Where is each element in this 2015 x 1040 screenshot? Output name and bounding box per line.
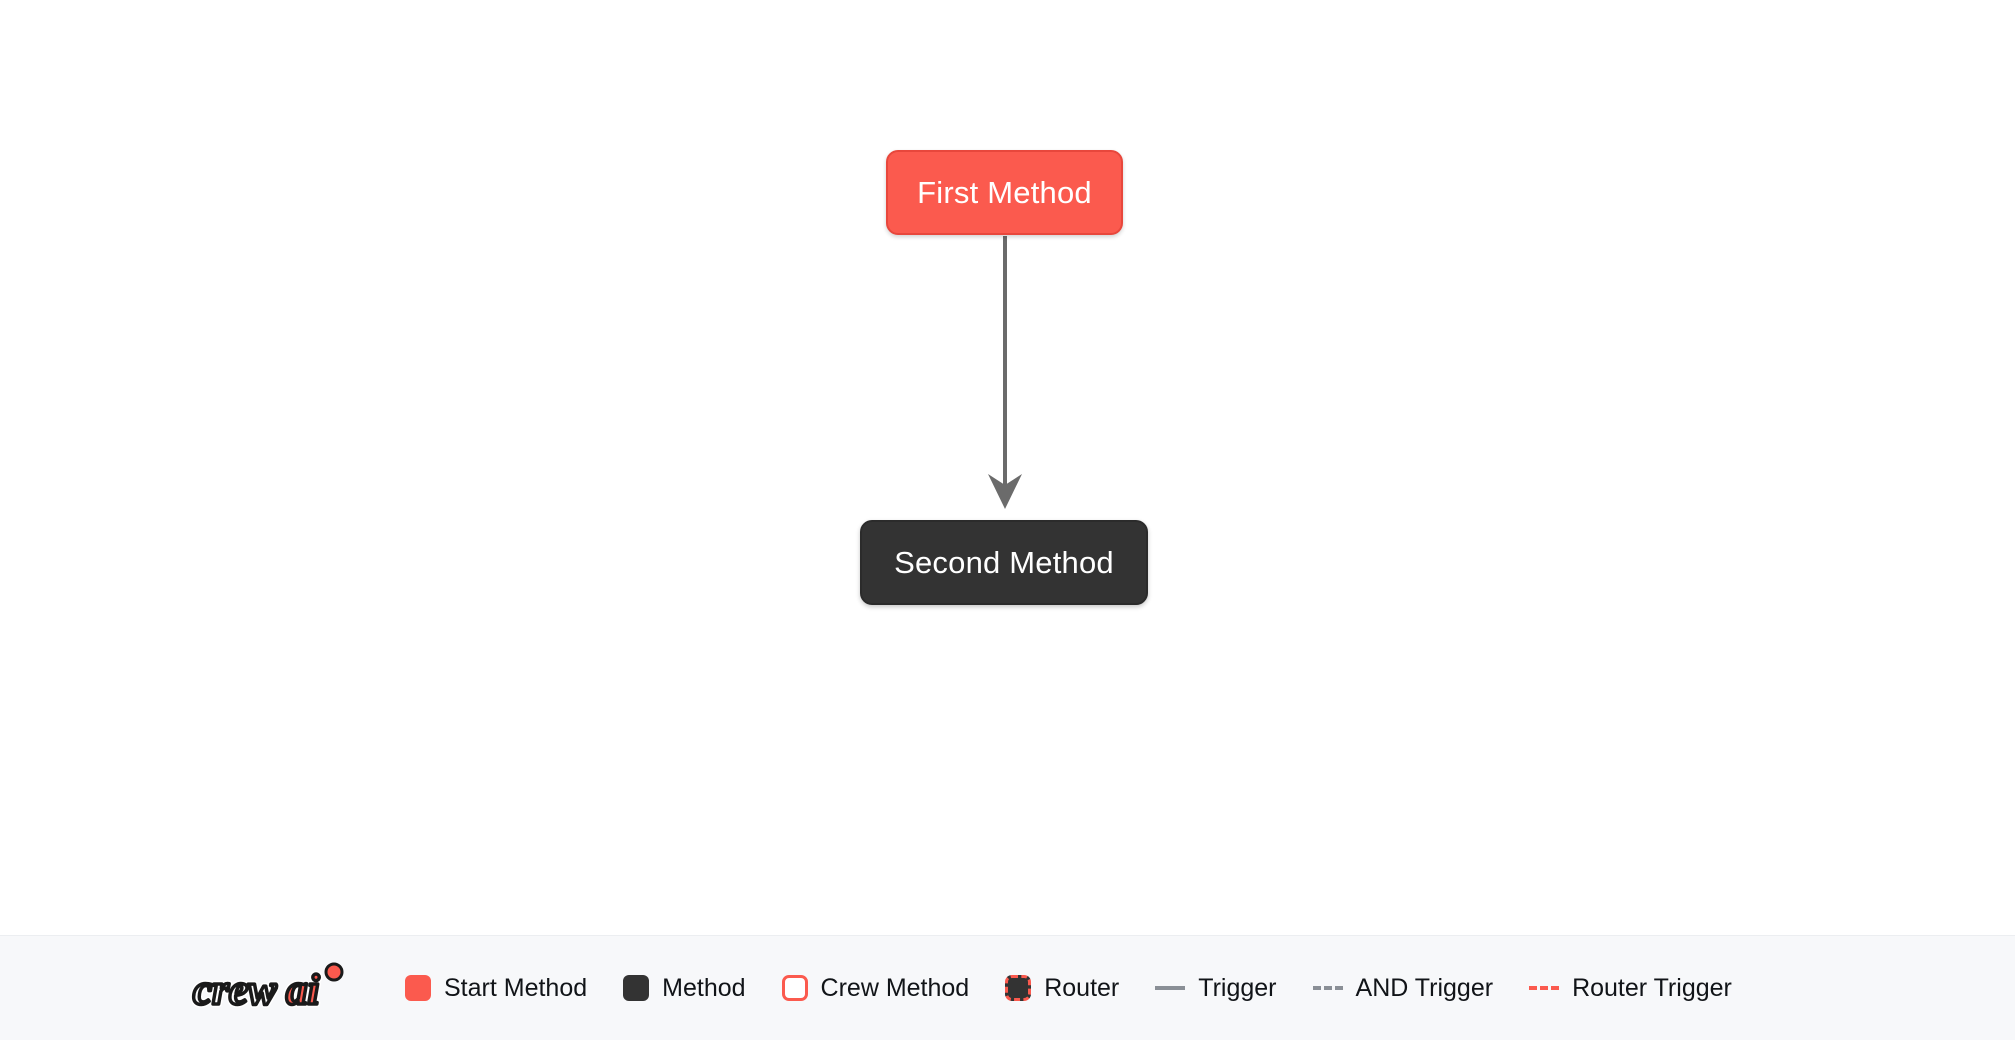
legend-item-and-trigger[interactable]: AND Trigger <box>1312 973 1494 1002</box>
legend-item-method[interactable]: Method <box>623 973 746 1002</box>
legend-label: Trigger <box>1198 973 1277 1002</box>
legend-label: Crew Method <box>820 973 970 1002</box>
legend-item-router[interactable]: Router <box>1005 975 1119 1001</box>
and-trigger-line-icon <box>1312 986 1343 990</box>
legend-label: Router <box>1044 973 1120 1002</box>
router-trigger-line-icon <box>1529 986 1560 990</box>
svg-text:ai: ai <box>286 967 320 1014</box>
legend-label: AND Trigger <box>1355 973 1494 1002</box>
flow-canvas[interactable]: First Method Second Method <box>0 0 2015 935</box>
legend-label: Router Trigger <box>1572 973 1732 1002</box>
flow-node-label: Second Method <box>894 545 1114 580</box>
flow-node-first-method[interactable]: First Method <box>886 150 1123 235</box>
method-swatch-icon <box>623 975 650 1001</box>
legend-item-crew-method[interactable]: Crew Method <box>781 973 970 1002</box>
svg-text:crew: crew <box>193 967 277 1014</box>
start-method-swatch-icon <box>405 975 431 1001</box>
trigger-line-icon <box>1155 986 1186 990</box>
legend-label: Method <box>662 973 746 1002</box>
legend-item-start-method[interactable]: Start Method <box>405 975 587 1001</box>
crewai-logo: crew crew ai ai <box>190 962 344 1017</box>
legend-item-trigger[interactable]: Trigger <box>1155 973 1277 1002</box>
flow-node-label: First Method <box>917 175 1092 210</box>
svg-text:crew: crew <box>193 967 277 1014</box>
svg-text:ai: ai <box>286 967 320 1014</box>
router-swatch-icon <box>1005 975 1032 1001</box>
crew-method-swatch-icon <box>781 975 808 1001</box>
legend-item-router-trigger[interactable]: Router Trigger <box>1529 973 1732 1002</box>
legend-bar: crew crew ai ai Start Method Method Crew… <box>0 935 2015 1040</box>
edge-layer <box>988 236 1022 509</box>
flow-node-second-method[interactable]: Second Method <box>860 520 1148 605</box>
edge-first-to-second[interactable] <box>988 236 1022 509</box>
legend-label: Start Method <box>444 973 588 1002</box>
